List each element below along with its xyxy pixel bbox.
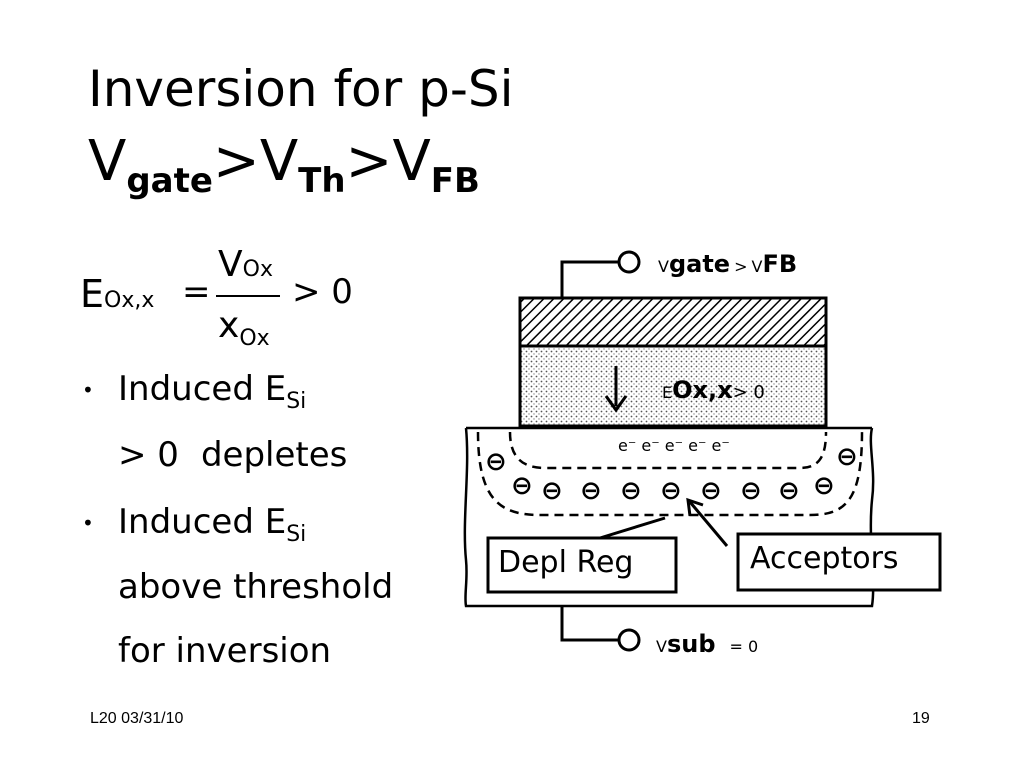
footer-page-number: 19	[912, 710, 930, 727]
bullet-2-line2: above threshold	[118, 567, 394, 607]
gate-V2: V	[751, 257, 763, 276]
sub-sub: sub	[666, 630, 716, 658]
field-E: E	[662, 383, 673, 402]
field-sub: Ox,x	[672, 376, 733, 404]
acceptors-box	[736, 532, 942, 592]
bullet-1-text: Induced E	[118, 369, 287, 409]
slide-subtitle-condition: Vgate>VTh>VFB	[88, 134, 480, 201]
footer-left: L20 03/31/10	[90, 710, 184, 727]
formula-denominator: xOx	[218, 305, 270, 351]
title-gt2: >V	[345, 129, 431, 194]
sub-eq: = 0	[729, 637, 759, 656]
gate-cmp: >	[734, 257, 748, 276]
substrate-terminal-icon	[617, 628, 641, 652]
acceptors-pointer-arrow	[686, 497, 729, 547]
depletion-region-outline	[476, 431, 864, 517]
title-v1: V	[88, 129, 127, 194]
bullet-1-sub: Si	[286, 389, 307, 414]
substrate-outline	[463, 427, 875, 608]
sub-V: V	[656, 637, 667, 656]
bullet-2-glyph: •	[82, 511, 94, 535]
acceptor-ion: ⊖	[541, 476, 563, 506]
acceptor-ion: ⊖	[740, 476, 762, 506]
acceptor-ion: ⊖	[485, 447, 507, 477]
bullet-2-sub: Si	[286, 522, 307, 547]
inversion-layer-outline	[508, 431, 828, 470]
oxide-layer	[518, 344, 828, 428]
bullet-1-glyph: •	[82, 378, 94, 402]
field-cmp: > 0	[732, 382, 765, 403]
formula-lhs-sub: Ox,x	[104, 288, 155, 313]
acceptor-ion: ⊖	[700, 476, 722, 506]
acceptor-ion: ⊖	[620, 476, 642, 506]
title-sub-fb: FB	[430, 161, 480, 201]
acceptor-ion: ⊖	[813, 471, 835, 501]
inversion-electrons: e⁻ e⁻ e⁻ e⁻ e⁻	[618, 436, 730, 455]
acceptors-label: Acceptors	[750, 541, 899, 576]
substrate-wire	[560, 606, 641, 652]
bullet-1-cmp: > 0	[118, 435, 179, 475]
gate-metal-layer	[518, 296, 828, 348]
bullet-2-line1: Induced ESi	[118, 505, 306, 546]
bullet-2-line3: for inversion	[118, 631, 332, 671]
gate-terminal-icon	[617, 250, 641, 274]
bullet-1-depletes: depletes	[200, 435, 348, 475]
acceptor-ion: ⊖	[836, 442, 858, 472]
formula-den-x: x	[218, 305, 240, 346]
formula-fraction-bar	[216, 295, 280, 297]
gate-sub: gate	[668, 250, 731, 278]
formula-numerator: VOx	[218, 244, 273, 285]
depl-reg-box	[486, 536, 678, 594]
formula-num-sub: Ox	[242, 257, 273, 282]
formula-num-V: V	[218, 244, 243, 285]
acceptor-ion: ⊖	[778, 476, 800, 506]
formula-equals: =	[182, 272, 211, 312]
slide-title: Inversion for p-Si	[88, 60, 514, 118]
title-gt1: >V	[212, 129, 299, 194]
substrate-voltage-label: Vsub = 0	[656, 630, 758, 658]
gate-V: V	[658, 257, 669, 276]
bullet-1-line2: > 0 depletes	[118, 438, 347, 472]
formula-E: E	[80, 272, 105, 316]
depl-reg-label: Depl Reg	[498, 545, 634, 580]
oxide-field-label: EOx,x> 0	[662, 376, 765, 404]
title-sub-gate: gate	[126, 161, 213, 201]
formula-den-sub: Ox	[239, 326, 270, 351]
acceptor-ion: ⊖	[511, 471, 533, 501]
gate-voltage-label: Vgate>VFB	[658, 250, 797, 278]
gate-wire	[560, 250, 641, 298]
formula-lhs: EOx,x	[80, 272, 154, 316]
acceptor-ion: ⊖	[660, 476, 682, 506]
formula-rhs: > 0	[292, 272, 353, 312]
bullet-2-text: Induced E	[118, 502, 287, 542]
acceptor-ions: ⊖ ⊖ ⊖ ⊖ ⊖ ⊖ ⊖ ⊖ ⊖ ⊖ ⊖	[485, 442, 858, 506]
depl-reg-pointer	[599, 516, 666, 540]
bullet-1-line1: Induced ESi	[118, 372, 306, 413]
acceptor-ion: ⊖	[580, 476, 602, 506]
field-arrow-icon	[604, 366, 628, 413]
title-sub-th: Th	[298, 161, 346, 201]
gate-fb: FB	[762, 250, 798, 278]
